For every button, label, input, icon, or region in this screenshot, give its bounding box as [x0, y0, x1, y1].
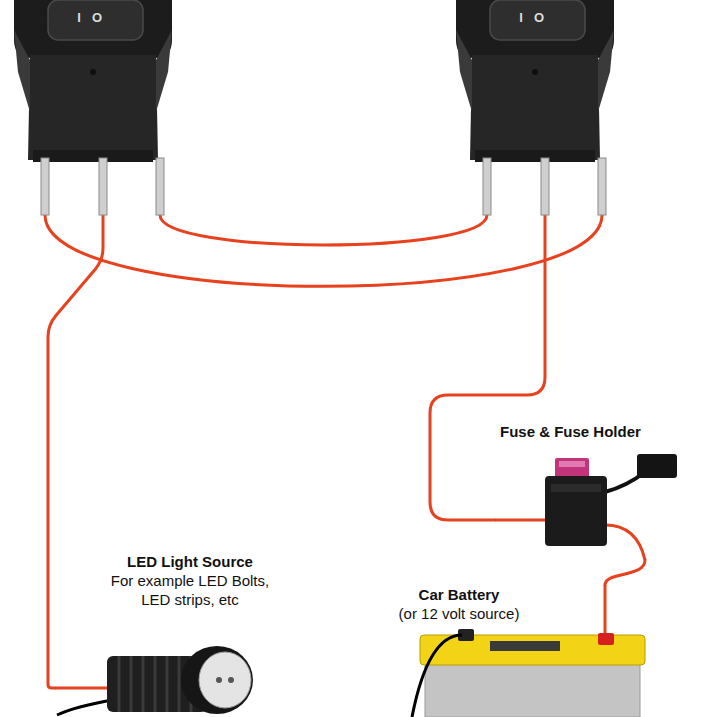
switch-clip — [14, 30, 30, 112]
ground-wire — [57, 700, 113, 715]
rocker-switch: IO — [450, 0, 620, 215]
wire-connector — [45, 215, 602, 286]
wire-connector — [160, 215, 487, 245]
wire-stub — [55, 687, 110, 690]
part-heading: LED Light Source — [100, 552, 280, 571]
switch-rocker — [48, 0, 143, 40]
part-heading: Car Battery — [370, 585, 548, 604]
switch-marking: O — [88, 10, 106, 26]
part-heading: Fuse & Fuse Holder — [500, 422, 680, 441]
led-light-part: LED Light SourceFor example LED Bolts, L… — [55, 548, 325, 717]
switch-clip — [156, 30, 172, 112]
switch-pin — [598, 158, 606, 215]
switch-rocker — [490, 0, 585, 40]
text-group: LED Light SourceFor example LED Bolts, L… — [100, 552, 280, 609]
switch-marking: I — [70, 10, 88, 26]
switch-flange — [14, 0, 172, 58]
switch-base — [475, 150, 595, 162]
part-note: For example LED Bolts, LED strips, etc — [100, 571, 280, 609]
switch-base — [33, 150, 153, 162]
led-dot — [228, 677, 234, 683]
switch-clip — [456, 30, 472, 112]
wire-stub — [495, 519, 547, 522]
wire-stub — [604, 585, 607, 639]
part-illustration — [8, 0, 178, 215]
battery-part: Car Battery(or 12 volt source) — [370, 585, 670, 717]
text-group: Fuse & Fuse Holder — [500, 422, 680, 441]
bolt-head — [181, 646, 253, 714]
switch-notch — [532, 69, 538, 75]
fuse-highlight — [559, 461, 585, 467]
switch-pin — [41, 158, 49, 215]
switch-clip — [598, 30, 614, 112]
rocker-switch: IO — [8, 0, 178, 215]
text-group: IO — [512, 8, 568, 26]
wire-connector — [430, 215, 545, 520]
part-illustration — [450, 0, 620, 215]
positive-terminal — [598, 633, 614, 645]
fuse-holder-part: Fuse & Fuse Holder — [495, 420, 685, 560]
wire-connector — [605, 560, 645, 585]
battery-case — [425, 657, 640, 717]
brand-plate — [490, 641, 560, 651]
wire-connector — [48, 215, 103, 688]
led-face — [199, 652, 251, 708]
wire-stub — [605, 525, 645, 560]
switch-marking: I — [512, 10, 530, 26]
fuse-holder — [545, 476, 607, 546]
part-illustration — [370, 585, 670, 717]
text-group: IO — [70, 8, 126, 26]
switch-pin — [483, 158, 491, 215]
switch-marking: O — [530, 10, 548, 26]
part-illustration — [495, 420, 685, 560]
ground-wire — [412, 635, 462, 717]
led-dot — [216, 677, 222, 683]
text-group: Car Battery(or 12 volt source) — [370, 585, 548, 623]
thread-lines — [119, 656, 191, 712]
switch-body — [28, 55, 158, 160]
fuse-cap — [637, 454, 677, 478]
switch-pin — [99, 158, 107, 215]
switch-pin — [541, 158, 549, 215]
switch-flange — [456, 0, 614, 58]
switch-pin — [156, 158, 164, 215]
switch-body — [470, 55, 600, 160]
part-note: (or 12 volt source) — [370, 604, 548, 623]
holder-ridge — [551, 484, 601, 492]
switch-notch — [90, 69, 96, 75]
